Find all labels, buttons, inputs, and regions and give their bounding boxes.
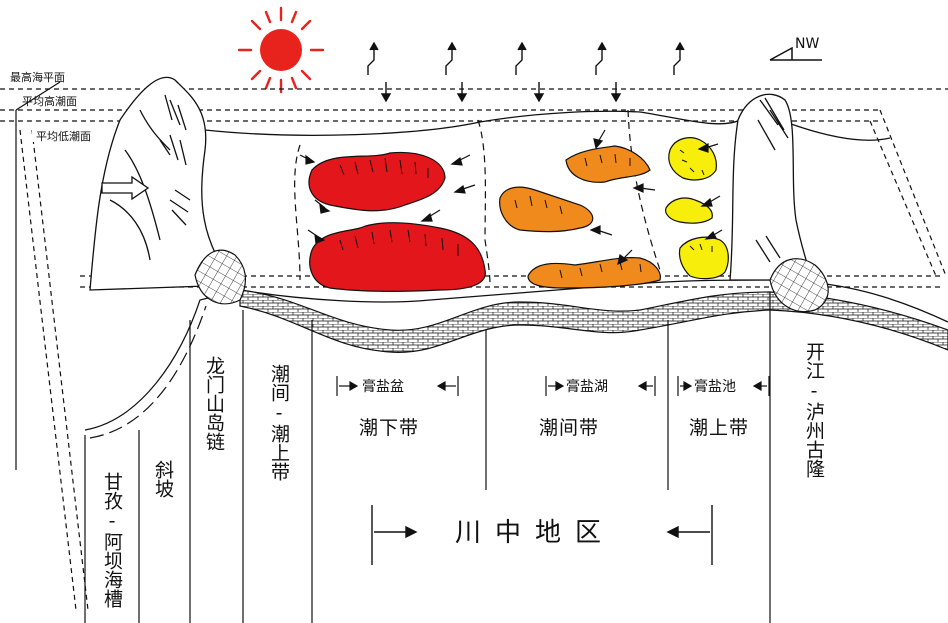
- supratidal-zone-label: 潮上带: [689, 417, 749, 439]
- sun-icon: [237, 6, 325, 94]
- compass-label: NW: [795, 36, 819, 52]
- inflow-arrow-icon: [101, 175, 150, 201]
- intertidal-supratidal-label: 潮间-潮上带: [268, 364, 290, 481]
- intertidal-zone-label: 潮间带: [539, 417, 599, 439]
- kaijiang-luzhou-uplift-label: 开江-泸州古隆: [803, 342, 825, 478]
- rain-arrow-icon: [380, 82, 622, 103]
- inflow-arrow-icon: [299, 129, 723, 266]
- deposit-hachures: [339, 149, 713, 279]
- carbonate-strata: [239, 289, 948, 353]
- gypsum-salt-pool-deposits: [665, 137, 729, 280]
- gypsum-salt-basin-label: 膏盐盆: [362, 378, 404, 395]
- trough-outline: [15, 81, 241, 470]
- subtidal-zone-label: 潮下带: [359, 417, 419, 439]
- gypsum-salt-basin-deposits: [308, 151, 486, 292]
- gypsum-salt-pool-label: 膏盐池: [694, 378, 736, 395]
- evaporation-arrow-icon: [367, 41, 685, 75]
- longmen-island-chain-label: 龙门山岛链: [203, 356, 225, 451]
- gypsum-salt-lake-deposits: [499, 145, 661, 289]
- section-dividers: [84, 310, 771, 623]
- reef-crosshatch: [194, 249, 829, 313]
- highest-sea-level-label: 最高海平面: [10, 70, 65, 84]
- north-west-arrow-icon: [769, 46, 822, 61]
- region-range-marker: [371, 505, 713, 565]
- gypsum-salt-lake-label: 膏盐湖: [566, 378, 608, 395]
- slope-label: 斜坡: [152, 460, 174, 498]
- ganzi-aba-trough-label: 甘孜-阿坝海槽: [101, 472, 123, 608]
- central-sichuan-label: 川中地区: [455, 518, 615, 548]
- range-markers: [336, 376, 770, 396]
- mean-low-tide-label: 平均低潮面: [36, 129, 91, 143]
- kaijiang-uplift-mountain: [729, 93, 813, 281]
